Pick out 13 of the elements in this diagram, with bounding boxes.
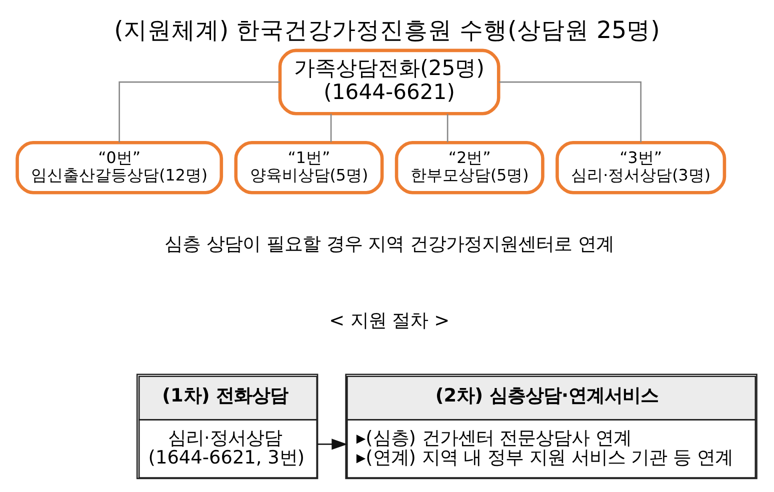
node-box: “0번” 임신출산갈등상담(12명) (16, 140, 224, 194)
node-box: “2번” 한부모상담(5명) (394, 140, 544, 194)
diagram-title: (지원체계) 한국건강가정진흥원 수행(상담원 25명) (114, 16, 660, 44)
label: < 지원 절차 > (329, 310, 450, 332)
node-box: “3번” 심리·정서상담(3명) (556, 140, 726, 194)
connector (498, 81, 642, 142)
arrow (318, 438, 348, 450)
node-box: “1번” 양육비상담(5명) (234, 140, 384, 194)
connector (330, 114, 332, 142)
connector (446, 114, 448, 142)
connector (118, 81, 280, 142)
node-box: 가족상담전화(25명) (1644-6621) (278, 48, 500, 116)
label: 심층 상담이 필요할 경우 지역 건강가정지원센터로 연계 (164, 234, 614, 256)
